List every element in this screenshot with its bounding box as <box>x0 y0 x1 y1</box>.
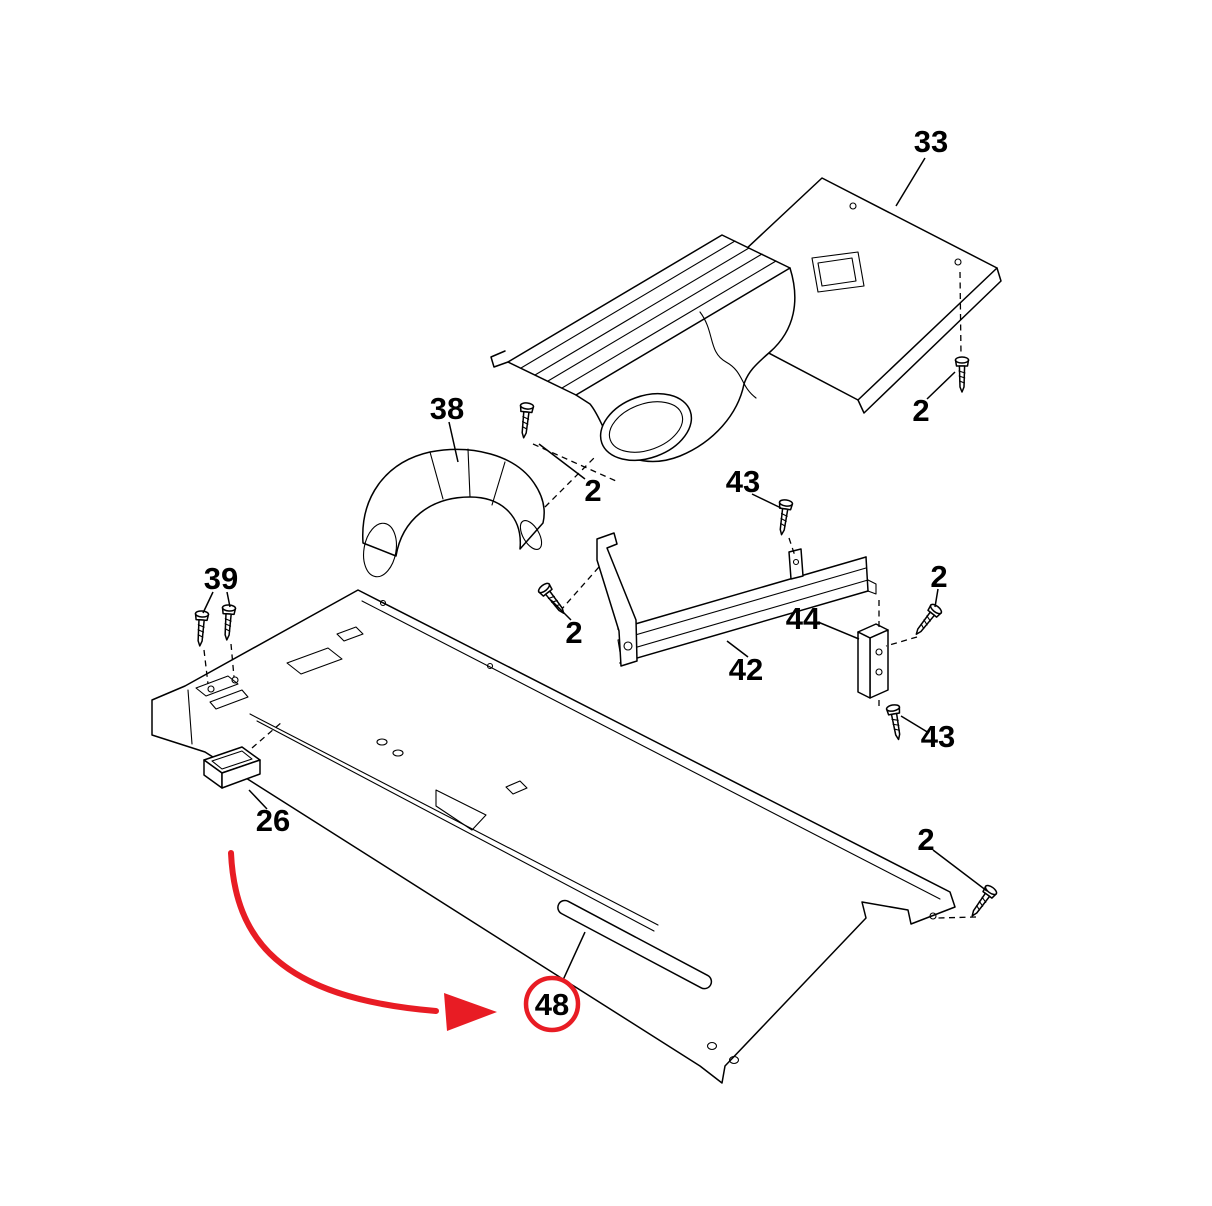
callout-44: 44 <box>786 601 821 636</box>
highlight-circle-48: 48 <box>523 975 581 1033</box>
part-26-block <box>203 746 261 789</box>
screw-icon <box>536 580 570 618</box>
leader-lines <box>202 157 988 981</box>
callout-48: 48 <box>535 987 569 1022</box>
highlight-arrow <box>228 850 497 1031</box>
callout-42: 42 <box>729 652 763 687</box>
callout-2-bottom-right: 2 <box>917 822 934 857</box>
callout-2-mid-left: 2 <box>565 615 582 650</box>
callout-2-top-center: 2 <box>584 473 601 508</box>
screw-icon <box>516 401 535 440</box>
callout-2-mid-right: 2 <box>930 559 947 594</box>
screw-icon <box>192 609 210 648</box>
callout-43-upper: 43 <box>726 464 760 499</box>
screw-icon <box>966 883 999 921</box>
callout-2-top-right: 2 <box>912 393 929 428</box>
screw-icon <box>774 498 794 537</box>
screw-icon <box>954 356 970 393</box>
callout-33: 33 <box>914 124 948 159</box>
callout-38: 38 <box>430 391 464 426</box>
screw-icon <box>910 601 944 639</box>
screw-icon <box>885 703 906 742</box>
part-33-top-panel-assembly <box>490 177 1002 463</box>
callout-26: 26 <box>256 803 290 838</box>
part-42-rail <box>596 532 877 667</box>
callout-39: 39 <box>204 561 238 596</box>
part-48-base-panel <box>151 589 956 1084</box>
callout-labels: 33 38 2 2 43 39 2 44 2 42 43 26 2 <box>204 124 955 857</box>
arrowhead <box>444 993 497 1031</box>
dashed-alignment-lines <box>203 271 977 919</box>
callout-43-lower: 43 <box>921 719 955 754</box>
part-44-bracket <box>857 623 889 699</box>
part-38-elbow-duct <box>362 448 545 578</box>
screw-icon <box>219 603 237 642</box>
